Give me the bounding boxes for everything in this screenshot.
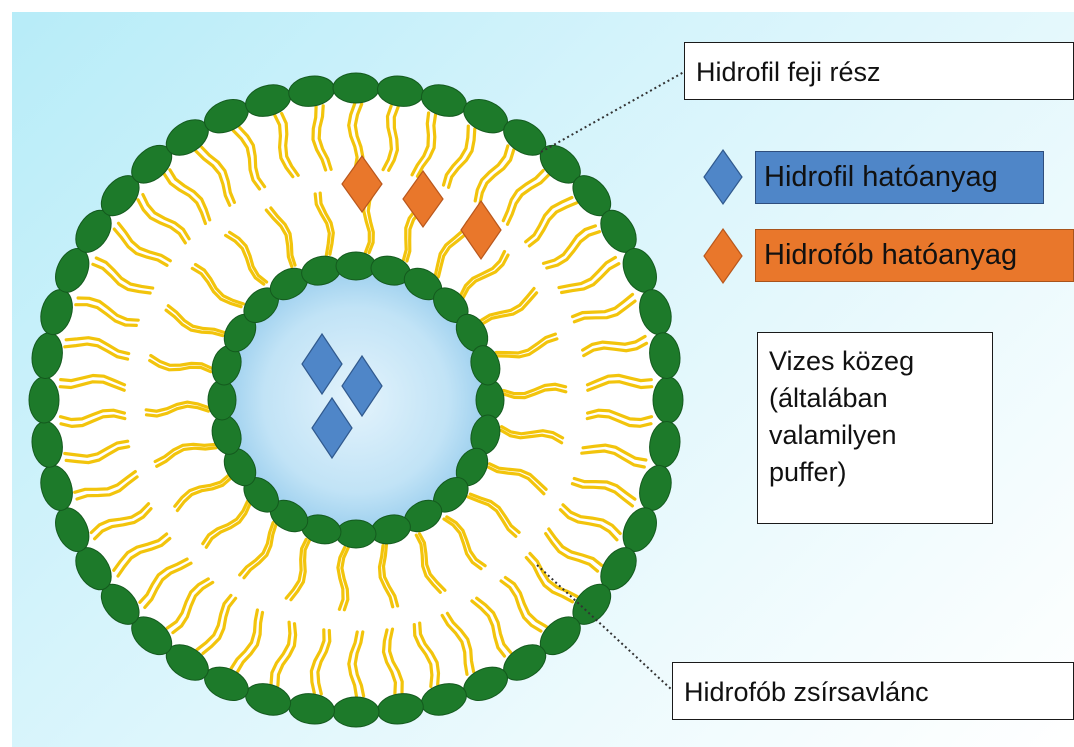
aqueous-medium-line: puffer) <box>769 454 982 491</box>
head-group-label: Hidrofil feji rész <box>684 42 1074 100</box>
head-callout-line <box>541 72 684 152</box>
aqueous-medium-line: valamilyen <box>769 417 982 454</box>
legend-hydrophobic-diamond <box>704 229 742 283</box>
lipid-head <box>29 377 59 423</box>
lipid-head <box>333 73 379 103</box>
lipid-head <box>336 520 376 548</box>
legend-diamonds <box>704 150 742 283</box>
aqueous-medium-line: Vizes közeg <box>769 343 982 380</box>
lipid-head <box>336 252 376 280</box>
hydrophobic-tail-label: Hidrofób zsírsavlánc <box>672 662 1074 720</box>
legend-hydrophobic-label: Hidrofób hatóanyag <box>755 229 1074 282</box>
lipid-head <box>208 380 236 420</box>
aqueous-medium-line: (általában <box>769 380 982 417</box>
lipid-head <box>653 377 683 423</box>
legend-hydrophilic-diamond <box>704 150 742 204</box>
lipid-head <box>476 380 504 420</box>
lipid-head <box>333 697 379 727</box>
aqueous-medium-label: Vizes közeg (általában valamilyen puffer… <box>757 332 993 524</box>
legend-hydrophilic-label: Hidrofil hatóanyag <box>755 151 1044 204</box>
